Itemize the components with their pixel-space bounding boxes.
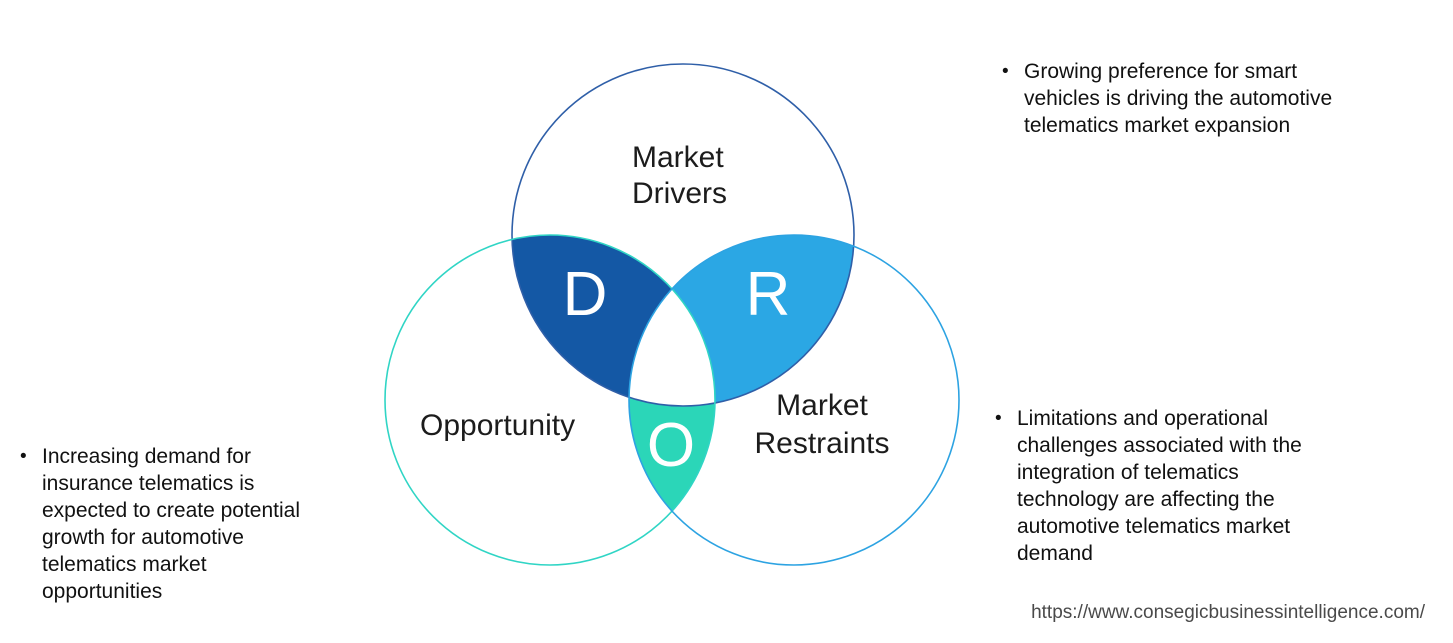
restraints-circle-label-line1: Market bbox=[776, 389, 868, 422]
bullet-marker: • bbox=[1002, 61, 1009, 82]
drivers-circle-label-line2: Drivers bbox=[632, 177, 727, 210]
bullet-line: Limitations and operational bbox=[1017, 407, 1268, 430]
bullet-line: demand bbox=[1017, 542, 1093, 565]
bullet-restraints-note: • Limitations and operational challenges… bbox=[995, 405, 1395, 567]
bullet-text-opportunity: Increasing demand for insurance telemati… bbox=[42, 443, 300, 605]
bullet-text-drivers: Growing preference for smart vehicles is… bbox=[1024, 58, 1332, 139]
bullet-line: expected to create potential bbox=[42, 499, 301, 522]
bullet-line: technology are affecting the bbox=[1017, 488, 1275, 511]
opportunity-circle-label: Opportunity bbox=[420, 409, 575, 442]
bullet-line: growth for automotive bbox=[42, 526, 244, 549]
drivers-circle-outline bbox=[511, 63, 855, 407]
bullet-opportunity-note: • Increasing demand for insurance telema… bbox=[20, 443, 380, 605]
restraints-circle-outline bbox=[628, 234, 960, 566]
bullet-line: Increasing demand for bbox=[42, 445, 251, 468]
bullet-line: integration of telematics bbox=[1017, 461, 1239, 484]
bullet-line: telematics market expansion bbox=[1024, 114, 1291, 137]
restraints-overlap-letter: R bbox=[746, 260, 791, 329]
drivers-circle-label-line1: Market bbox=[632, 141, 724, 174]
venn-diagram: Market Drivers Opportunity Market Restra… bbox=[384, 63, 960, 566]
bullet-marker: • bbox=[20, 446, 27, 467]
bullet-line: automotive telematics market bbox=[1017, 515, 1291, 538]
bullet-drivers-note: • Growing preference for smart vehicles … bbox=[1002, 58, 1402, 139]
restraints-circle-label-line2: Restraints bbox=[754, 427, 889, 460]
source-url: https://www.consegicbusinessintelligence… bbox=[1031, 602, 1425, 623]
bullet-line: challenges associated with the bbox=[1017, 434, 1302, 457]
bullet-line: insurance telematics is bbox=[42, 472, 255, 495]
bullet-line: vehicles is driving the automotive bbox=[1024, 87, 1333, 110]
bullet-line: telematics market bbox=[42, 553, 207, 576]
bullet-text-restraints: Limitations and operational challenges a… bbox=[1017, 405, 1302, 567]
bullet-marker: • bbox=[995, 408, 1002, 429]
opportunity-circle-outline bbox=[384, 234, 716, 566]
drivers-overlap-letter: D bbox=[563, 260, 608, 329]
opportunity-overlap-letter: O bbox=[647, 411, 695, 480]
bullet-line: opportunities bbox=[42, 580, 163, 603]
bullet-line: Growing preference for smart bbox=[1024, 60, 1298, 83]
